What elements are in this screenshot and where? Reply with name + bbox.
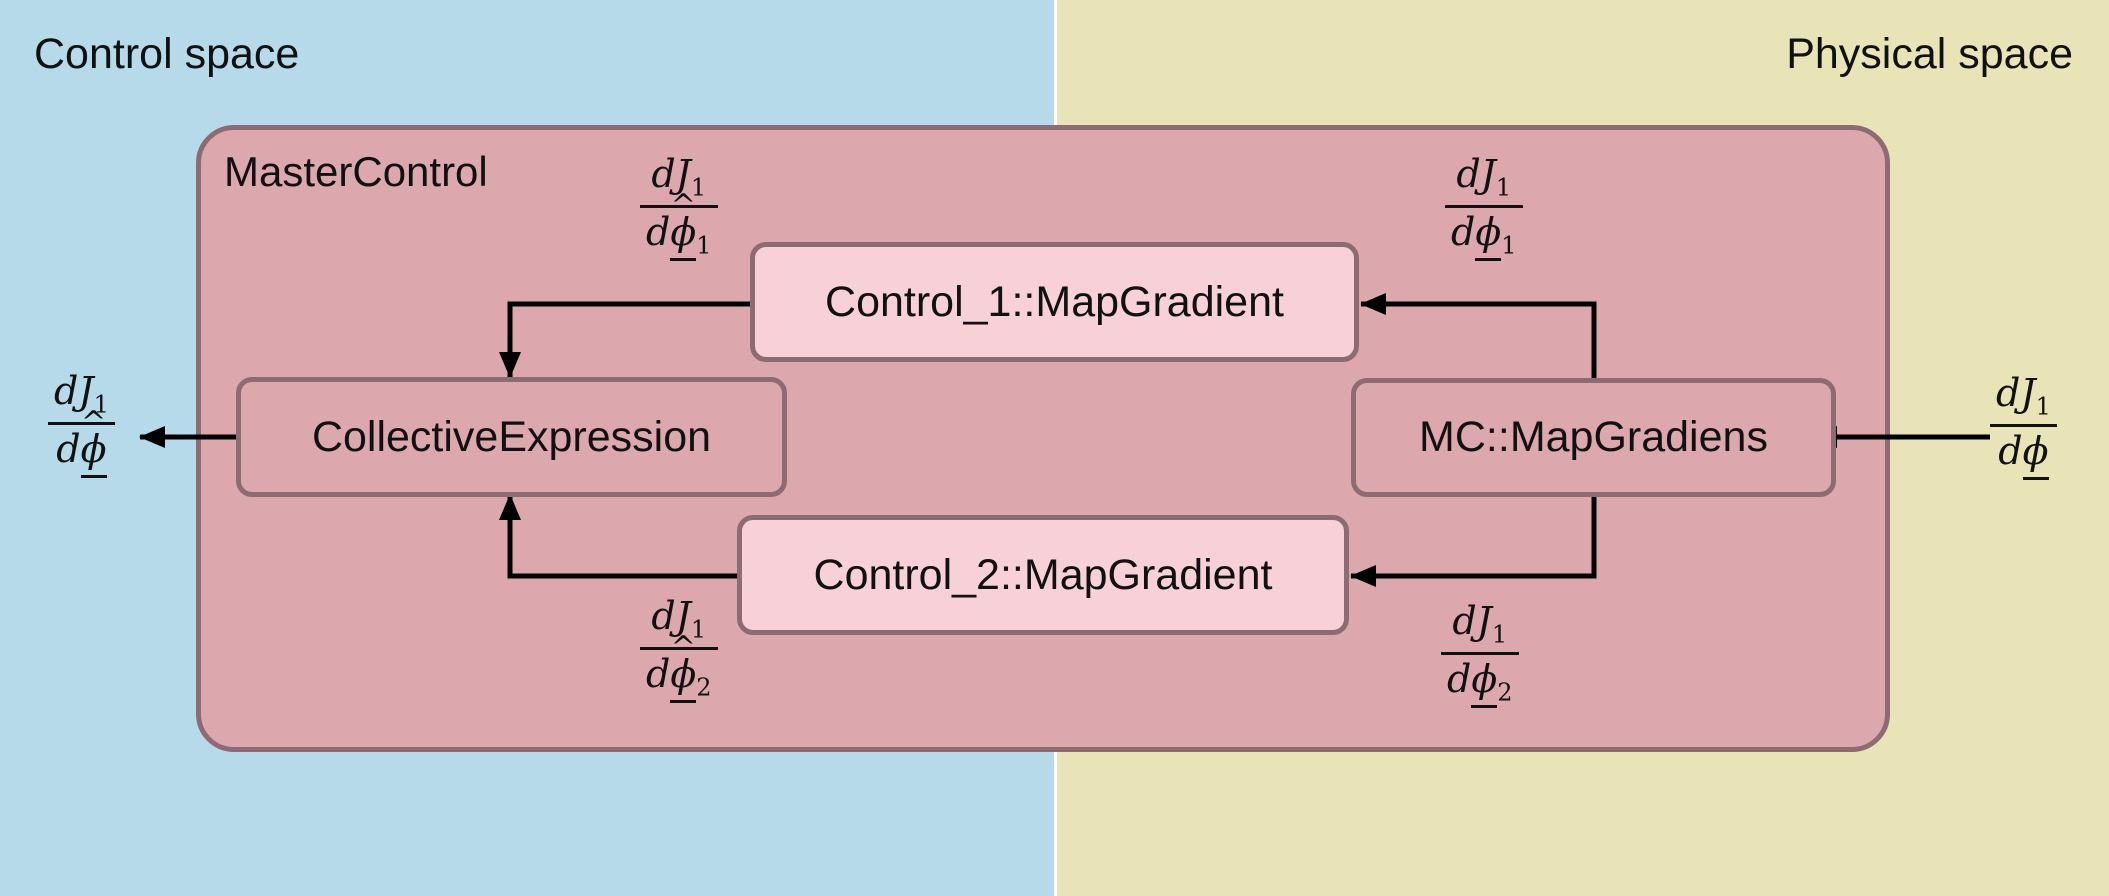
control1-map-gradient-box: Control_1::MapGradient (750, 242, 1359, 362)
formula-dj1-dphihat1: dJ1 d^ϕ1 (640, 152, 718, 261)
formula-dj1-dphi2: dJ1 dϕ2 (1441, 599, 1519, 708)
formula-dj1-dphi-input: dJ1 dϕ (1990, 371, 2057, 480)
mc-map-gradiens-box: MC::MapGradiens (1351, 378, 1836, 497)
master-control-label: MasterControl (224, 148, 488, 195)
collective-expression-box: CollectiveExpression (236, 377, 787, 497)
arrow-mc-to-control1 (1360, 293, 1597, 378)
arrow-control2-to-collective (499, 494, 737, 579)
control2-map-gradient-box: Control_2::MapGradient (737, 515, 1349, 635)
formula-dj1-dphi1: dJ1 dϕ1 (1445, 152, 1523, 261)
formula-dj1-dphihat2: dJ1 d^ϕ2 (640, 594, 718, 703)
control-space-title: Control space (34, 30, 300, 78)
arrow-control1-to-collective (499, 301, 750, 378)
formula-dj1-dphihat-output: dJ1 d^ϕ (48, 369, 115, 478)
arrow-mc-to-control2 (1350, 497, 1597, 587)
physical-space-title: Physical space (1786, 30, 2073, 78)
